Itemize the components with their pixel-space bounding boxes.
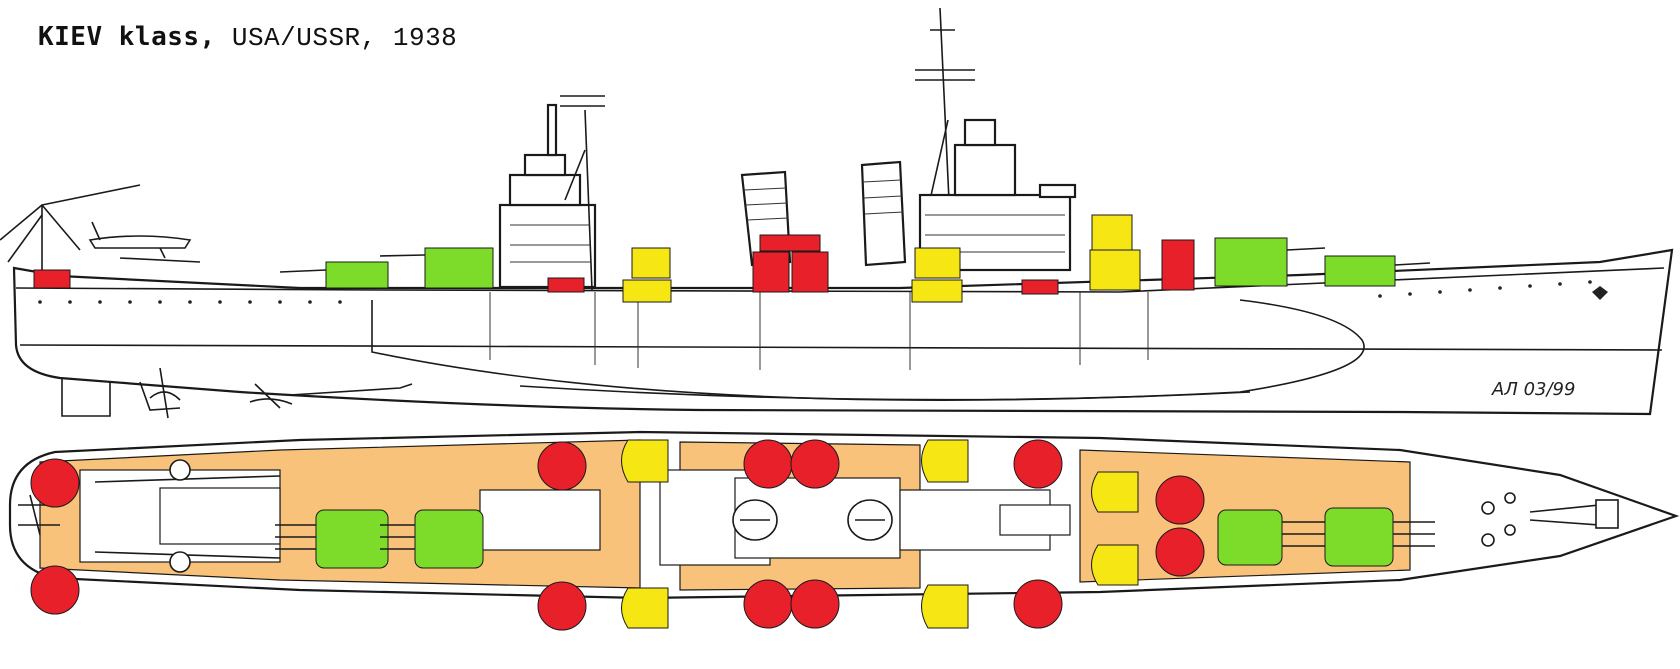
side-portholes [38, 280, 1592, 304]
shaft-strut [289, 383, 413, 396]
main-turret-2 [380, 509, 484, 569]
foremast [560, 95, 605, 291]
stern-skeg [61, 378, 111, 417]
side-secondary-mounts [622, 214, 1141, 303]
plan-view [8, 430, 1680, 631]
plan-catapult-rails [94, 459, 281, 573]
drawing-title: KIEV klass, USA/USSR, 1938 [38, 22, 457, 53]
draughtsman-signature: АЛ 03/99 [1491, 379, 1575, 400]
plan-main-turrets [275, 507, 1435, 569]
ship-class-name: KIEV klass, [38, 22, 216, 52]
funnel-aft [860, 160, 907, 267]
side-profile: АЛ 03/99 [0, 7, 1674, 419]
ship-details: USA/USSR, 1938 [231, 23, 458, 53]
main-turret-4 [1324, 507, 1435, 567]
forward-superstructure [498, 103, 597, 289]
plan-funnels [732, 499, 893, 541]
side-frame-lines [489, 292, 1149, 370]
stern-crane [0, 184, 141, 270]
side-waterline [19, 344, 1663, 351]
side-bilge-keel [519, 385, 1251, 401]
plan-bow-fittings [1481, 492, 1619, 547]
bridge-superstructure [918, 118, 1077, 272]
main-turret-1 [275, 509, 389, 569]
rudder [139, 381, 181, 411]
side-aa-mounts [33, 234, 1195, 295]
plan-secondary-mounts [621, 439, 1139, 629]
side-hull [12, 248, 1674, 416]
propeller-icon [149, 367, 293, 419]
anchor-icon [1592, 286, 1608, 300]
plan-aa-mounts [30, 439, 1205, 631]
seaplane-icon [88, 221, 201, 263]
side-main-turrets [279, 237, 1431, 289]
main-turret-3 [1217, 509, 1325, 566]
